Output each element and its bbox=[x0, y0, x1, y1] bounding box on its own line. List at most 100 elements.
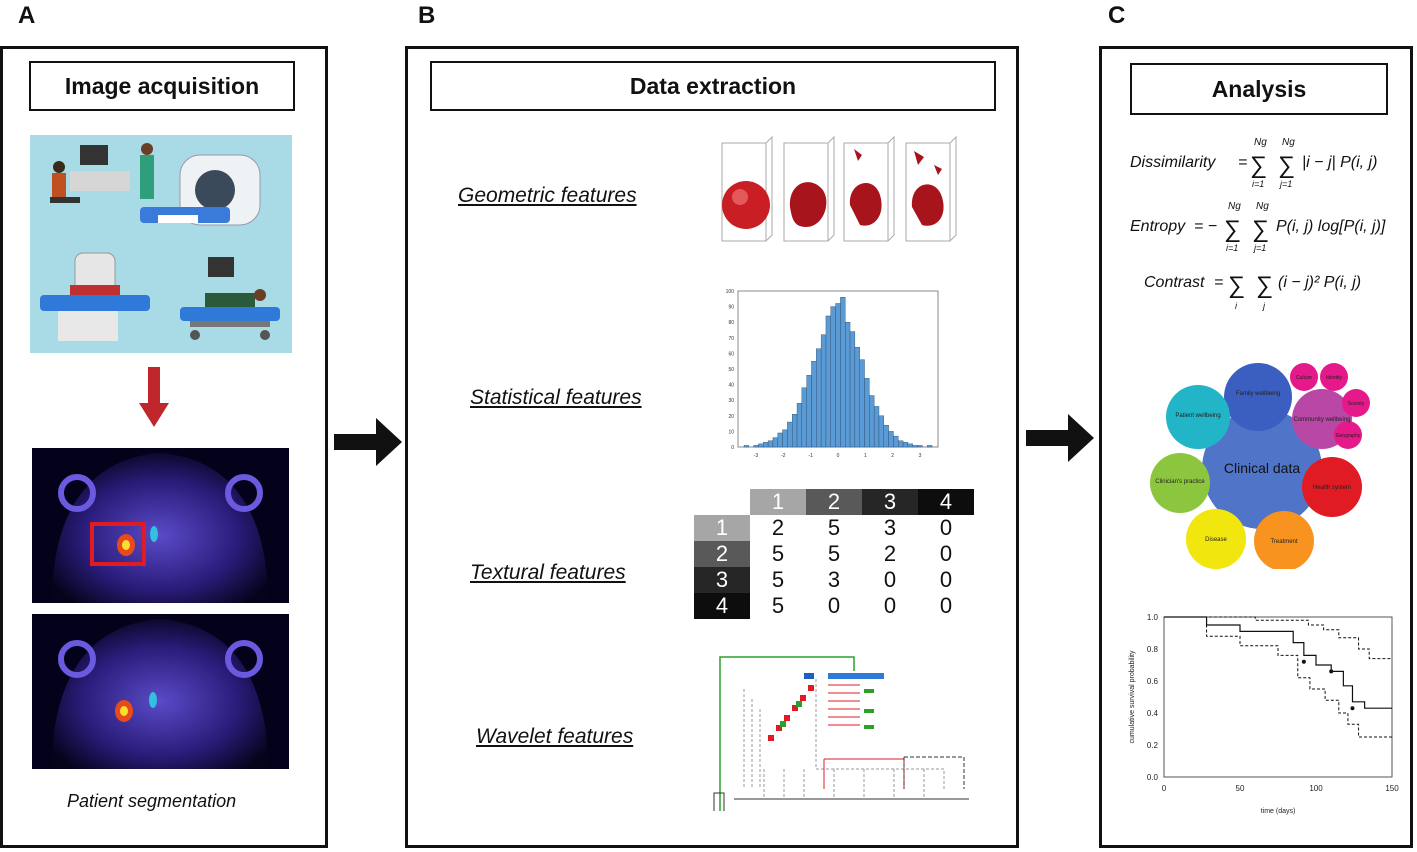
histogram-bar bbox=[883, 424, 889, 448]
histogram-bar bbox=[898, 440, 904, 448]
panel-c-title: Analysis bbox=[1130, 63, 1388, 115]
histogram-bar bbox=[869, 395, 875, 448]
panel-b-title: Data extraction bbox=[430, 61, 996, 111]
histogram-bar bbox=[864, 378, 870, 448]
glcm-row-header: 2 bbox=[694, 541, 750, 567]
bubble-label: Family wellbeing bbox=[1236, 391, 1280, 397]
bubble-label: Clinician's practice bbox=[1155, 479, 1205, 485]
haralick-formulas: Dissimilarity = Ng ∑ i=1 Ng ∑ j=1 |i − j… bbox=[1130, 137, 1386, 311]
panel-data-extraction: Data extraction Geometric features Stati… bbox=[405, 46, 1019, 848]
svg-text:=: = bbox=[1238, 154, 1247, 171]
down-arrow-icon bbox=[139, 367, 169, 427]
survival-curve-line bbox=[1164, 616, 1392, 709]
histogram-bar bbox=[792, 414, 798, 448]
clinical-data-bubble-diagram: Family wellbeing Patient wellbeing Clini… bbox=[1150, 363, 1370, 569]
patient-segmentation-caption: Patient segmentation bbox=[67, 791, 237, 811]
sum-upper: Ng bbox=[1228, 201, 1241, 212]
glcm-cell: 2 bbox=[883, 541, 897, 566]
histogram-bar bbox=[859, 359, 865, 448]
glcm-cell: 0 bbox=[939, 541, 953, 566]
glcm-cell: 5 bbox=[771, 593, 785, 618]
glcm-cell: 0 bbox=[883, 593, 897, 618]
histogram-bar bbox=[902, 442, 909, 448]
survival-y-label: cumulative survival probability bbox=[1129, 650, 1136, 743]
histogram-x-tick: -1 bbox=[808, 453, 813, 459]
histogram-x-tick: 1 bbox=[864, 453, 867, 459]
histogram-bar bbox=[801, 387, 807, 448]
histogram-bar bbox=[825, 315, 831, 448]
glcm-row-header: 1 bbox=[694, 515, 750, 541]
contrast-rhs: (i − j)² P(i, j) bbox=[1278, 274, 1361, 291]
wavelet-tree-diagram bbox=[713, 656, 969, 811]
tumor-3d-renderings bbox=[721, 135, 957, 242]
right-arrow-icon bbox=[334, 418, 402, 466]
survival-censor-mark bbox=[1301, 659, 1306, 664]
panel-letter-b: B bbox=[418, 2, 436, 29]
histogram-bar bbox=[873, 406, 880, 448]
survival-x-tick: 150 bbox=[1385, 784, 1399, 793]
contrast-label: Contrast bbox=[1144, 274, 1205, 291]
glcm-col-header: 3 bbox=[862, 489, 918, 515]
histogram-y-tick: 90 bbox=[728, 305, 734, 311]
entropy-rhs: P(i, j) log[P(i, j)] bbox=[1276, 218, 1386, 235]
glcm-col-header: 2 bbox=[806, 489, 862, 515]
histogram-bar bbox=[743, 445, 750, 448]
sum-upper: Ng bbox=[1254, 137, 1267, 148]
histogram-bar bbox=[763, 442, 769, 448]
glcm-cell: 0 bbox=[827, 593, 841, 618]
histogram-bar bbox=[796, 403, 803, 448]
histogram-bar bbox=[782, 429, 788, 448]
sum-lower: j=1 bbox=[1253, 243, 1266, 253]
survival-y-tick: 0.4 bbox=[1147, 709, 1159, 718]
imaging-room-illustration bbox=[30, 135, 292, 353]
glcm-cell: 0 bbox=[939, 593, 953, 618]
histogram-bar bbox=[811, 360, 817, 448]
dissimilarity-rhs: |i − j| P(i, j) bbox=[1302, 154, 1377, 171]
svg-text:∑: ∑ bbox=[1256, 272, 1273, 299]
pet-scan-segmented-image bbox=[32, 614, 289, 769]
glcm-cell: 3 bbox=[827, 567, 841, 592]
statistical-features-label: Statistical features bbox=[470, 386, 642, 409]
glcm-col-header: 4 bbox=[918, 489, 974, 515]
histogram-bar bbox=[806, 375, 812, 448]
glcm-row: 4 5 0 0 0 bbox=[694, 593, 974, 619]
histogram-y-tick: 30 bbox=[728, 398, 734, 404]
glcm-cell: 5 bbox=[827, 541, 841, 566]
bubble-label: Health system bbox=[1313, 485, 1351, 491]
survival-frame bbox=[1163, 616, 1393, 778]
histogram-bar bbox=[912, 445, 918, 448]
glcm-row: 2 5 5 2 0 bbox=[694, 541, 974, 567]
glcm-cell: 0 bbox=[883, 567, 897, 592]
histogram-y-tick: 50 bbox=[728, 367, 734, 373]
glcm-cell: 5 bbox=[827, 515, 841, 540]
histogram-bar bbox=[767, 440, 774, 448]
glcm-cell: 3 bbox=[883, 515, 897, 540]
glcm-cell: 5 bbox=[771, 567, 785, 592]
histogram-y-tick: 80 bbox=[728, 320, 734, 326]
histogram-bar bbox=[820, 334, 827, 448]
panel-a-title: Image acquisition bbox=[29, 61, 295, 111]
glcm-row: 1 2 5 3 0 bbox=[694, 515, 974, 541]
histogram-bar bbox=[777, 432, 783, 448]
glcm-header-row: 1 2 3 4 bbox=[694, 489, 974, 515]
histogram-bar bbox=[849, 331, 856, 448]
survival-y-tick: 0.2 bbox=[1147, 741, 1159, 750]
histogram-y-tick: 20 bbox=[728, 414, 734, 420]
histogram-bar bbox=[840, 297, 846, 448]
histogram-y-tick: 70 bbox=[728, 336, 734, 342]
sum-lower: i=1 bbox=[1226, 243, 1238, 253]
histogram-bar bbox=[830, 306, 836, 448]
histogram-y-tick: 60 bbox=[728, 351, 734, 357]
svg-text:∑: ∑ bbox=[1224, 216, 1241, 243]
sum-upper: Ng bbox=[1282, 137, 1295, 148]
panel-image-acquisition: Image acquisition bbox=[0, 46, 328, 848]
bubble-label: Community wellbeing bbox=[1293, 417, 1350, 423]
histogram-x-tick: 2 bbox=[891, 453, 894, 459]
histogram-y-tick: 10 bbox=[728, 429, 734, 435]
histogram-bar bbox=[878, 415, 884, 448]
histogram-bar bbox=[893, 435, 899, 448]
histogram-y-tick: 0 bbox=[731, 445, 734, 451]
histogram-x-tick: 0 bbox=[837, 453, 840, 459]
dissimilarity-label: Dissimilarity bbox=[1130, 154, 1216, 171]
